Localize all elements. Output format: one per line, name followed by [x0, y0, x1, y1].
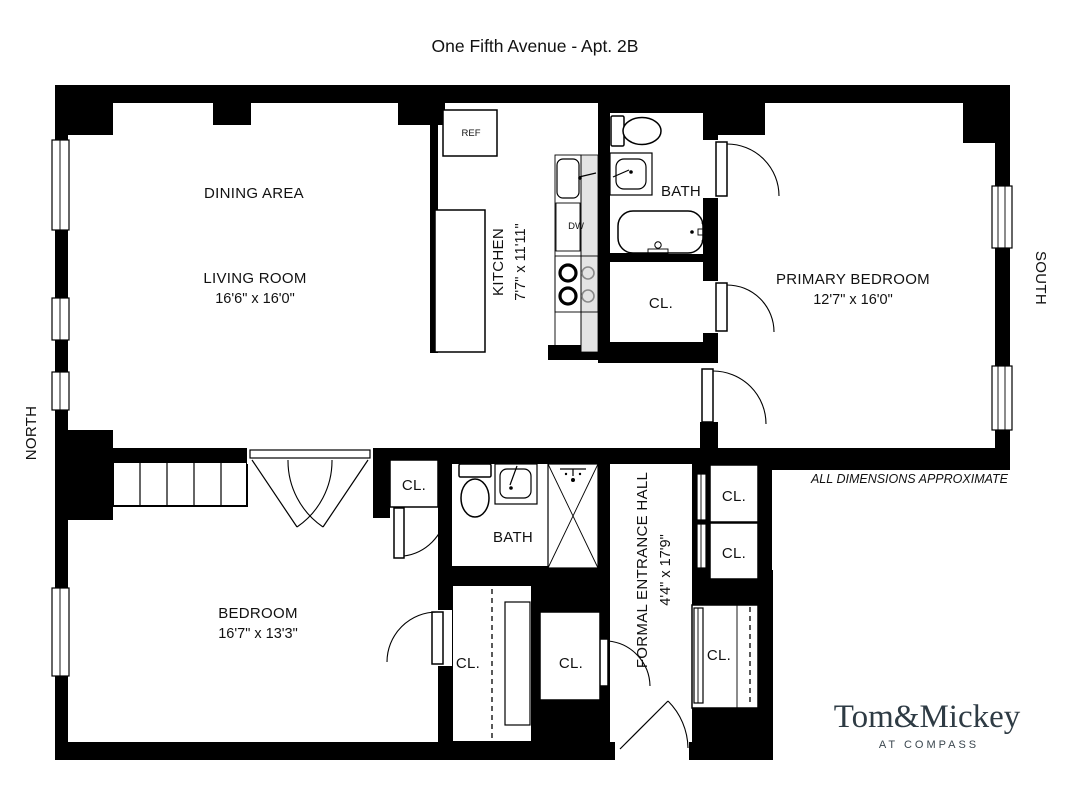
bedroom-closet-row — [112, 461, 248, 507]
bath1-label: BATH — [661, 183, 701, 200]
toilet-icon — [458, 463, 492, 518]
living-dims: 16'6" x 16'0" — [215, 291, 295, 307]
kitchen-fixtures: REF DW — [434, 109, 599, 353]
entrance-hall: CL. CL. CL. — [597, 464, 759, 760]
door-icon — [700, 366, 767, 425]
brand-logo: Tom&Mickey AT COMPASS — [834, 699, 1021, 751]
room-labels: DINING AREA LIVING ROOM 16'6" x 16'0" KI… — [203, 185, 930, 668]
bath1: BATH CL. — [609, 113, 708, 342]
kitchen-island — [434, 209, 486, 353]
primary-doors — [700, 140, 780, 425]
mid-closet: CL. — [389, 459, 439, 508]
toilet-icon — [610, 115, 662, 147]
shower-icon — [547, 463, 599, 569]
refrigerator-label: REF — [462, 128, 481, 139]
window-icon — [51, 371, 70, 411]
brand-tagline: AT COMPASS — [879, 739, 979, 751]
hall-dims: 4'4" x 17'9" — [658, 534, 674, 605]
dishwasher-label: DW — [568, 221, 584, 232]
kitchen-counter — [554, 154, 582, 353]
window-icon — [991, 365, 1013, 431]
closet-label: CL. — [402, 477, 426, 494]
counter-shading — [580, 154, 599, 353]
bedroom-label: BEDROOM — [218, 605, 298, 622]
refrigerator-icon — [442, 109, 498, 157]
sliding-door-icon — [693, 607, 704, 704]
windows — [51, 139, 1013, 677]
door-icon — [386, 610, 452, 666]
door-icon — [393, 507, 447, 559]
kitchen-sink-icon — [556, 158, 597, 199]
closet-label: CL. — [649, 295, 673, 312]
sliding-door-icon — [696, 523, 707, 569]
dishwasher-icon: DW — [555, 202, 584, 252]
door-icon — [700, 140, 780, 198]
bottom-closets: CL. CL. — [386, 584, 601, 743]
bedroom-wall-closet: CL. — [451, 584, 533, 743]
hall-label: FORMAL ENTRANCE HALL — [634, 472, 651, 668]
compass-north-label: NORTH — [23, 406, 40, 461]
page-title: One Fifth Avenue - Apt. 2B — [432, 36, 639, 56]
closet-label: CL. — [707, 647, 731, 664]
bathroom-sink-icon — [609, 152, 653, 196]
hall-closet-1 — [709, 464, 759, 523]
window-icon — [51, 587, 70, 677]
bathroom-sink-icon — [494, 463, 538, 505]
window-icon — [51, 139, 70, 231]
primary-label: PRIMARY BEDROOM — [776, 271, 930, 288]
vestibule-closet: CL. — [539, 611, 601, 701]
lower-right-closet: CL. — [691, 604, 759, 709]
mid-partition: CL. — [112, 448, 447, 559]
stove-icon — [554, 255, 599, 313]
hall-closet-2 — [709, 522, 759, 580]
door-icon — [700, 281, 775, 333]
kitchen-dims: 7'7" x 11'11" — [513, 223, 529, 300]
bath2-label: BATH — [493, 529, 533, 546]
living-label: LIVING ROOM — [203, 270, 306, 287]
closet-label: CL. — [456, 655, 480, 672]
closet-label: CL. — [722, 488, 746, 505]
bath2: BATH — [458, 463, 599, 569]
entry-door-icon — [615, 700, 689, 760]
disclaimer-text: ALL DIMENSIONS APPROXIMATE — [810, 472, 1009, 486]
closet-label: CL. — [559, 655, 583, 672]
kitchen-label: KITCHEN — [490, 228, 507, 296]
dining-label: DINING AREA — [204, 185, 304, 202]
brand-name: Tom&Mickey — [834, 699, 1021, 735]
compass-south-label: SOUTH — [1032, 251, 1049, 305]
sliding-door-icon — [696, 473, 707, 521]
bathtub-icon — [617, 210, 708, 255]
primary-dims: 12'7" x 16'0" — [813, 292, 893, 308]
french-doors-icon — [247, 448, 373, 528]
window-icon — [51, 297, 70, 341]
bedroom-dims: 16'7" x 13'3" — [218, 626, 298, 642]
window-icon — [991, 185, 1013, 249]
closet-label: CL. — [722, 545, 746, 562]
